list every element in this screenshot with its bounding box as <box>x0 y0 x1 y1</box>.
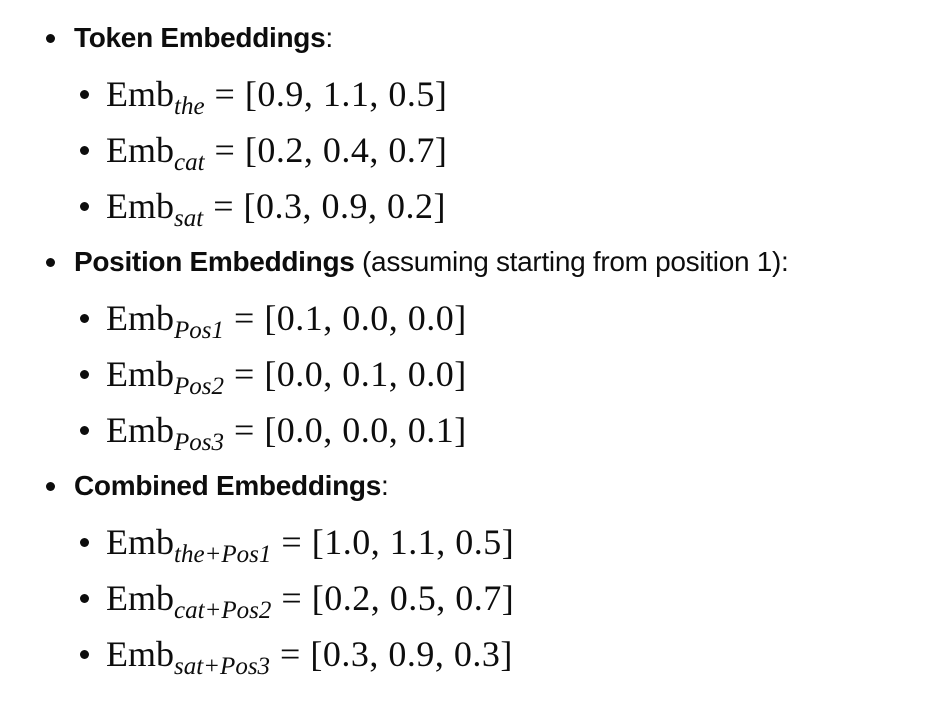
bullet-icon <box>80 314 89 323</box>
emb-subscript: Pos3 <box>174 429 224 456</box>
bullet-icon <box>80 90 89 99</box>
emb-base: Emb <box>106 74 174 114</box>
math-expression: Embcat =[0.2, 0.4, 0.7] <box>106 122 447 183</box>
emb-vector: [0.0, 0.0, 0.1] <box>264 410 467 450</box>
list-item: Embcat+Pos2 =[0.2, 0.5, 0.7] <box>0 570 940 626</box>
math-expression: Embthe =[0.9, 1.1, 0.5] <box>106 66 447 127</box>
heading-text: Combined Embeddings: <box>74 458 389 514</box>
math-expression: EmbPos1 =[0.1, 0.0, 0.0] <box>106 290 467 351</box>
emb-base: Emb <box>106 186 174 226</box>
heading-text: Position Embeddings (assuming starting f… <box>74 234 789 290</box>
section-heading: Token Embeddings: <box>0 10 940 66</box>
bullet-icon <box>46 482 55 491</box>
equals-sign: = <box>234 298 255 338</box>
section-combined-embeddings: Combined Embeddings: Embthe+Pos1=[1.0, 1… <box>0 458 940 682</box>
equals-sign: = <box>234 410 255 450</box>
equals-sign: = <box>234 354 255 394</box>
heading-text: Token Embeddings: <box>74 10 333 66</box>
emb-vector: [0.1, 0.0, 0.0] <box>264 298 467 338</box>
emb-subscript: the+Pos1 <box>174 541 272 568</box>
section-heading: Position Embeddings (assuming starting f… <box>0 234 940 290</box>
heading-rest: (assuming starting from position 1): <box>354 246 789 277</box>
bullet-icon <box>80 594 89 603</box>
emb-subscript: sat <box>174 205 204 232</box>
emb-vector: [0.0, 0.1, 0.0] <box>264 354 467 394</box>
math-expression: Embthe+Pos1 =[1.0, 1.1, 0.5] <box>106 514 514 575</box>
list-item: Embsat =[0.3, 0.9, 0.2] <box>0 178 940 234</box>
list-item: Embthe =[0.9, 1.1, 0.5] <box>0 66 940 122</box>
heading-rest: : <box>380 470 389 501</box>
section-position-embeddings: Position Embeddings (assuming starting f… <box>0 234 940 458</box>
bullet-icon <box>46 34 55 43</box>
emb-subscript: cat+Pos2 <box>174 597 272 624</box>
heading-rest: : <box>325 22 333 53</box>
emb-base: Emb <box>106 130 174 170</box>
emb-base: Emb <box>106 298 174 338</box>
emb-base: Emb <box>106 354 174 394</box>
list-item: EmbPos3 =[0.0, 0.0, 0.1] <box>0 402 940 458</box>
emb-base: Emb <box>106 634 174 674</box>
emb-vector: [0.2, 0.5, 0.7] <box>311 578 515 618</box>
emb-subscript: the <box>174 93 205 120</box>
bullet-icon <box>80 202 89 211</box>
heading-bold: Combined Embeddings <box>74 470 381 501</box>
equals-sign: = <box>213 186 234 226</box>
math-expression: Embcat+Pos2 =[0.2, 0.5, 0.7] <box>106 570 514 631</box>
math-expression: EmbPos2 =[0.0, 0.1, 0.0] <box>106 346 467 407</box>
emb-vector: [0.9, 1.1, 0.5] <box>244 74 448 114</box>
emb-base: Emb <box>106 522 174 562</box>
emb-vector: [0.2, 0.4, 0.7] <box>244 130 448 170</box>
bullet-icon <box>80 426 89 435</box>
equals-sign: = <box>214 130 235 170</box>
list-item: Embcat =[0.2, 0.4, 0.7] <box>0 122 940 178</box>
list-item: Embthe+Pos1 =[1.0, 1.1, 0.5] <box>0 514 940 570</box>
emb-vector: [1.0, 1.1, 0.5] <box>311 522 515 562</box>
bullet-icon <box>80 146 89 155</box>
embedding-list: Token Embeddings: Embthe=[0.9, 1.1, 0.5]… <box>0 10 940 682</box>
emb-subscript: cat <box>174 149 205 176</box>
bullet-icon <box>80 538 89 547</box>
section-token-embeddings: Token Embeddings: Embthe=[0.9, 1.1, 0.5]… <box>0 10 940 234</box>
math-expression: EmbPos3 =[0.0, 0.0, 0.1] <box>106 402 467 463</box>
equals-sign: = <box>281 522 302 562</box>
section-heading: Combined Embeddings: <box>0 458 940 514</box>
bullet-icon <box>80 650 89 659</box>
heading-bold: Token Embeddings <box>74 22 326 53</box>
emb-subscript: sat+Pos3 <box>174 653 271 680</box>
emb-vector: [0.3, 0.9, 0.2] <box>243 186 446 226</box>
math-expression: Embsat =[0.3, 0.9, 0.2] <box>106 178 446 239</box>
emb-subscript: Pos2 <box>174 373 224 400</box>
list-item: EmbPos2 =[0.0, 0.1, 0.0] <box>0 346 940 402</box>
equals-sign: = <box>280 634 301 674</box>
emb-vector: [0.3, 0.9, 0.3] <box>310 634 513 674</box>
emb-subscript: Pos1 <box>174 317 224 344</box>
emb-base: Emb <box>106 578 174 618</box>
list-item: Embsat+Pos3 =[0.3, 0.9, 0.3] <box>0 626 940 682</box>
bullet-icon <box>80 370 89 379</box>
equals-sign: = <box>281 578 302 618</box>
heading-bold: Position Embeddings <box>74 246 355 277</box>
bullet-icon <box>46 258 55 267</box>
emb-base: Emb <box>106 410 174 450</box>
list-item: EmbPos1 =[0.1, 0.0, 0.0] <box>0 290 940 346</box>
math-expression: Embsat+Pos3 =[0.3, 0.9, 0.3] <box>106 626 513 687</box>
equals-sign: = <box>214 74 235 114</box>
